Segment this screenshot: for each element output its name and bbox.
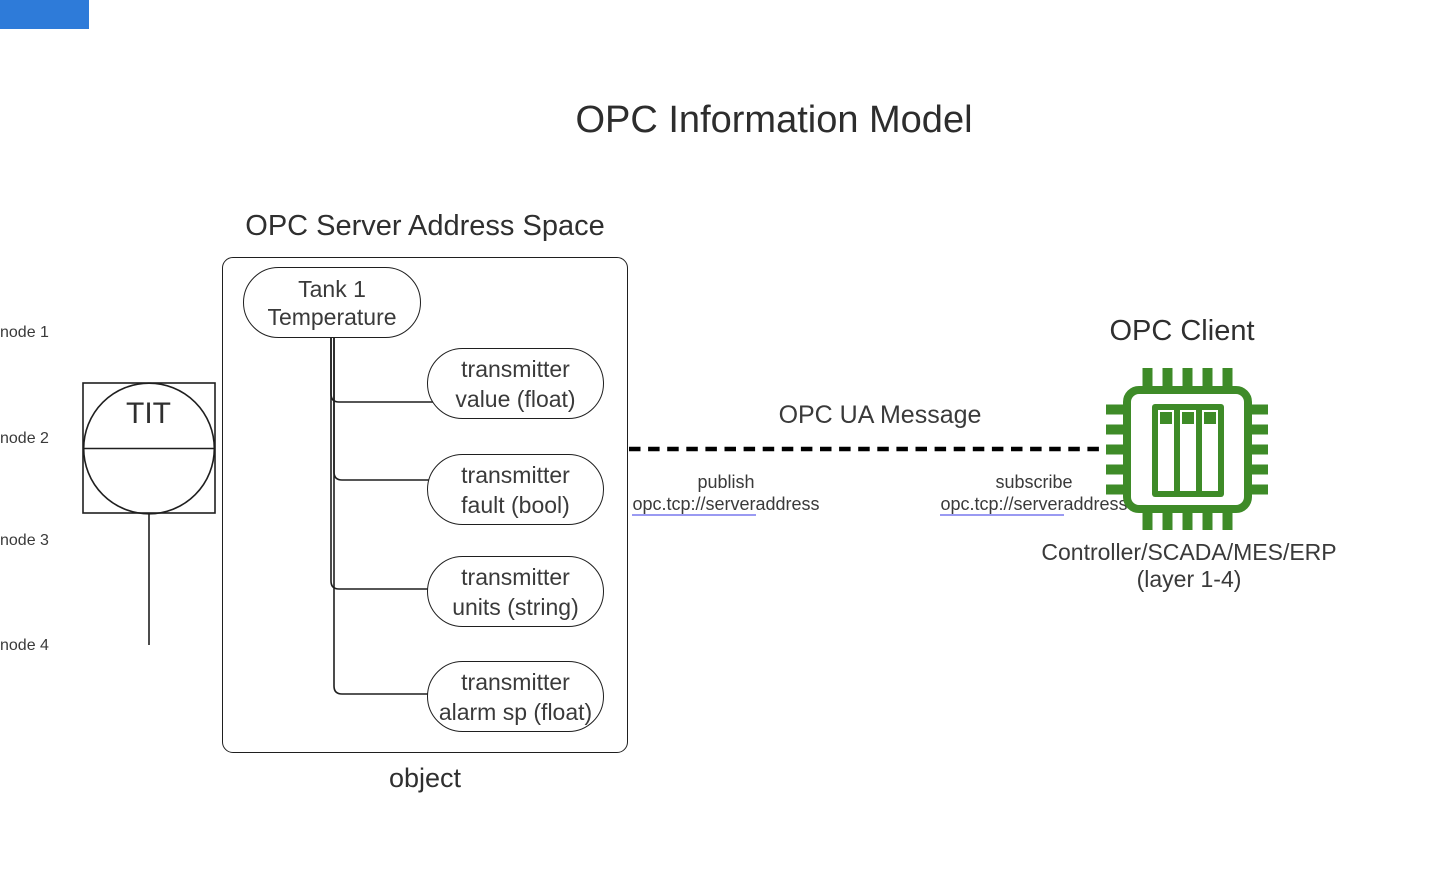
node-1-label: node 1 (0, 324, 49, 341)
top-left-blue-bar (0, 0, 89, 29)
publish-address-link[interactable]: opc.tcp://server (632, 494, 756, 516)
node-4-label: node 4 (0, 637, 49, 654)
chip-core-cells (1160, 412, 1216, 424)
publish-action-label: publish (697, 472, 755, 492)
node-2-line2: fault (bool) (461, 491, 570, 518)
connector-node-3 (330, 337, 433, 590)
chip-core-slots (1158, 410, 1218, 491)
publish-address: opc.tcp://serveraddress (626, 493, 826, 516)
opc-client-heading: OPC Client (1109, 315, 1255, 347)
opc-ua-message-label: OPC UA Message (778, 401, 982, 429)
node-4-oval: transmitter alarm sp (float) (427, 661, 604, 732)
chip-pins (1106, 368, 1268, 530)
tank-temperature-node: Tank 1 Temperature (243, 267, 421, 338)
node-3-line2: units (string) (452, 593, 579, 620)
node-2-oval: transmitter fault (bool) (427, 454, 604, 525)
node-2-line1: transmitter (461, 461, 570, 488)
tank-node-line1: Tank 1 (298, 275, 366, 302)
object-caption: object (388, 763, 462, 793)
server-address-space-heading: OPC Server Address Space (245, 210, 605, 242)
tank-node-line2: Temperature (267, 303, 397, 330)
node-3-line1: transmitter (461, 563, 570, 590)
client-caption-line1: Controller/SCADA/MES/ERP (1041, 539, 1337, 565)
node-4-line2: alarm sp (float) (438, 698, 593, 725)
subscribe-address: opc.tcp://serveraddress (934, 493, 1134, 516)
subscribe-address-rest: address (1063, 494, 1128, 514)
node-1-oval: transmitter value (float) (427, 348, 604, 419)
cpu-chip-icon (1106, 368, 1268, 530)
node-1-line2: value (float) (455, 385, 576, 412)
page-title: OPC Information Model (575, 99, 973, 141)
node-2-label: node 2 (0, 430, 49, 447)
client-caption: Controller/SCADA/MES/ERP (layer 1-4) (1039, 539, 1339, 593)
temperature-transmitter-symbol (82, 382, 216, 645)
instrument-tag-label: TIT (126, 397, 171, 430)
address-space-container (222, 257, 628, 753)
publish-endpoint: publish opc.tcp://serveraddress (626, 471, 826, 516)
node-4-line1: transmitter (461, 668, 570, 695)
connector-node-4 (333, 337, 433, 695)
node-1-line1: transmitter (461, 355, 570, 382)
publish-address-rest: address (755, 494, 820, 514)
subscribe-endpoint: subscribe opc.tcp://serveraddress (934, 471, 1134, 516)
node-3-label: node 3 (0, 532, 49, 549)
subscribe-action-label: subscribe (995, 472, 1073, 492)
node-tree-connectors (330, 337, 433, 695)
node-3-oval: transmitter units (string) (427, 556, 604, 627)
client-caption-line2: (layer 1-4) (1136, 566, 1242, 592)
subscribe-address-link[interactable]: opc.tcp://server (940, 494, 1064, 516)
